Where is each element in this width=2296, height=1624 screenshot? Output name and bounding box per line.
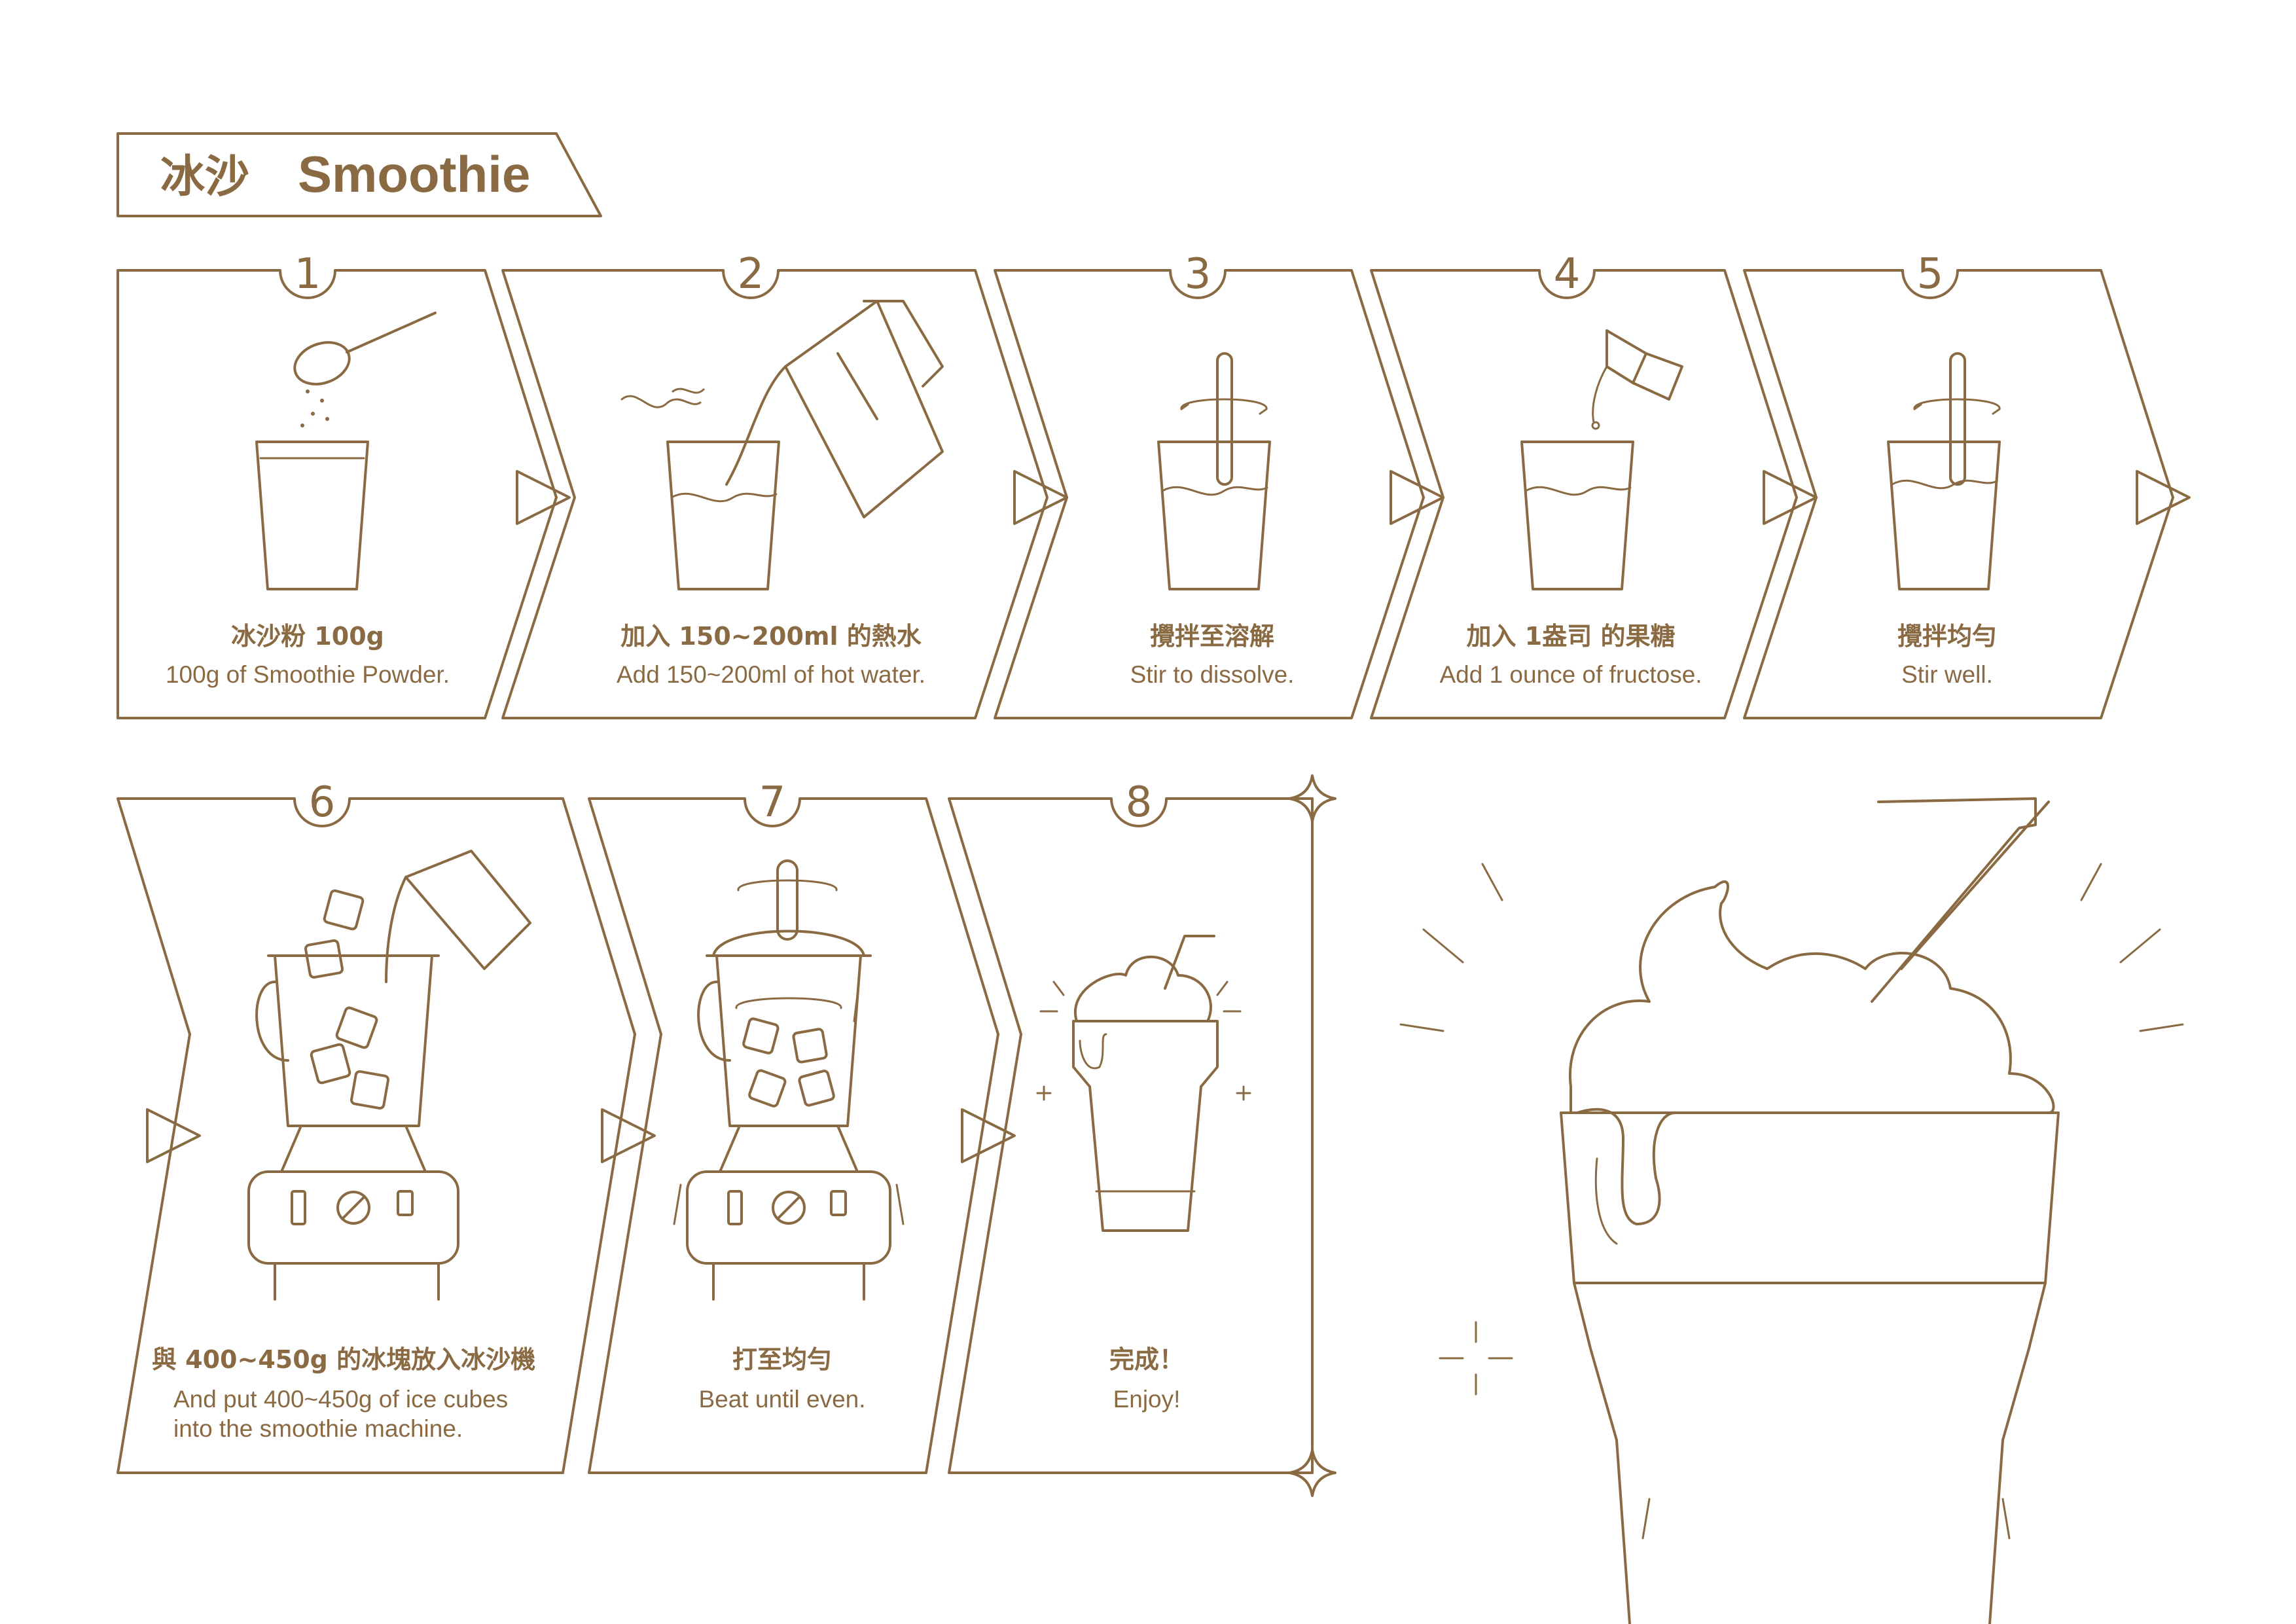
step-en: Beat until even.: [698, 1386, 865, 1413]
step-cn: 攪拌至溶解: [1150, 622, 1274, 651]
step-cn: 打至均勻: [732, 1345, 832, 1374]
step-cn: 冰沙粉 100g: [231, 622, 384, 651]
step-number: 7: [759, 778, 786, 827]
step-cn: 完成！: [1109, 1345, 1184, 1374]
arrow-right-icon: [1763, 470, 1818, 525]
cup-icon: [1520, 441, 1634, 590]
cup-icon: [1157, 441, 1271, 590]
step-cn: 加入 1盎司 的果糖: [1467, 622, 1676, 651]
cup-icon: [255, 441, 369, 590]
step-en: 100g of Smoothie Powder.: [166, 661, 450, 688]
step-en: Enjoy!: [1113, 1386, 1181, 1413]
arrow-right-icon: [601, 1108, 656, 1163]
step-number: 6: [309, 778, 336, 827]
arrow-right-icon: [1013, 470, 1068, 525]
cup-icon: [666, 441, 780, 590]
spoon-icon: [293, 312, 437, 427]
title-banner: 冰沙 Smoothie: [117, 132, 602, 217]
stir-icon: [1913, 352, 2001, 486]
arrow-right-icon: [146, 1108, 201, 1163]
step-panel-6: 6 與 400~450g 的冰塊放入冰沙機 And put 400~450g o…: [117, 778, 636, 1474]
title-cn: 冰沙: [160, 151, 249, 203]
step-panel-8: 8 完成！ Enjoy!: [948, 778, 1314, 1474]
step-panel-7: 7 打至均勻 Beat until even.: [588, 778, 999, 1474]
step-en-line-2: into the smoothie machine.: [173, 1415, 463, 1442]
cup-icon: [1887, 441, 2001, 590]
step-panel-4: 4 加入 1盎司 的果糖 Add 1 ounce of fructose.: [1370, 250, 1798, 719]
step-en-line-1: And put 400~450g of ice cubes: [173, 1386, 508, 1413]
arrow-right-icon: [2136, 470, 2191, 525]
step-en: Stir well.: [1901, 661, 1993, 688]
step-number: 2: [738, 250, 764, 298]
step-panel-2: 2 加入 150~200ml 的熱水 Add 150~200ml of hot …: [501, 250, 1049, 719]
arrow-right-icon: [961, 1108, 1016, 1163]
stir-icon: [1180, 352, 1268, 486]
blender-icon: [247, 889, 459, 1301]
step-number: 1: [295, 250, 321, 298]
step-en: Add 150~200ml of hot water.: [617, 661, 925, 688]
step-number: 8: [1126, 778, 1153, 827]
measuring-jug-icon: [385, 850, 531, 983]
step-cn: 與 400~450g 的冰塊放入冰沙機: [152, 1345, 535, 1374]
fructose-packet-icon: [1591, 329, 1683, 430]
sparkle-icon: [1288, 774, 1336, 823]
blender-icon: [673, 859, 905, 1301]
step-panel-5: 5 攪拌均勻 Stir well.: [1743, 250, 2174, 719]
title-en: Smoothie: [298, 145, 530, 203]
step-panel-3: 3 攪拌至溶解 Stir to dissolve.: [994, 250, 1425, 719]
smoothie-cup-icon: [1399, 797, 2184, 1624]
step-cn: 加入 150~200ml 的熱水: [620, 622, 922, 651]
steam-icon: [620, 388, 705, 408]
sparkle-icon: [1288, 1449, 1336, 1497]
kettle-icon: [725, 300, 944, 518]
arrow-right-icon: [516, 470, 571, 525]
step-en: Add 1 ounce of fructose.: [1439, 661, 1702, 688]
step-en: Stir to dissolve.: [1130, 661, 1295, 688]
smoothie-cup-icon: [1036, 935, 1251, 1232]
arrow-right-icon: [1390, 470, 1444, 525]
step-number: 4: [1554, 250, 1581, 298]
step-number: 5: [1917, 250, 1944, 298]
step-cn: 攪拌均勻: [1897, 622, 1997, 651]
step-number: 3: [1185, 250, 1211, 298]
step-panel-1: 1 冰沙粉 100g 100g of Smoothie Powder.: [117, 250, 558, 719]
